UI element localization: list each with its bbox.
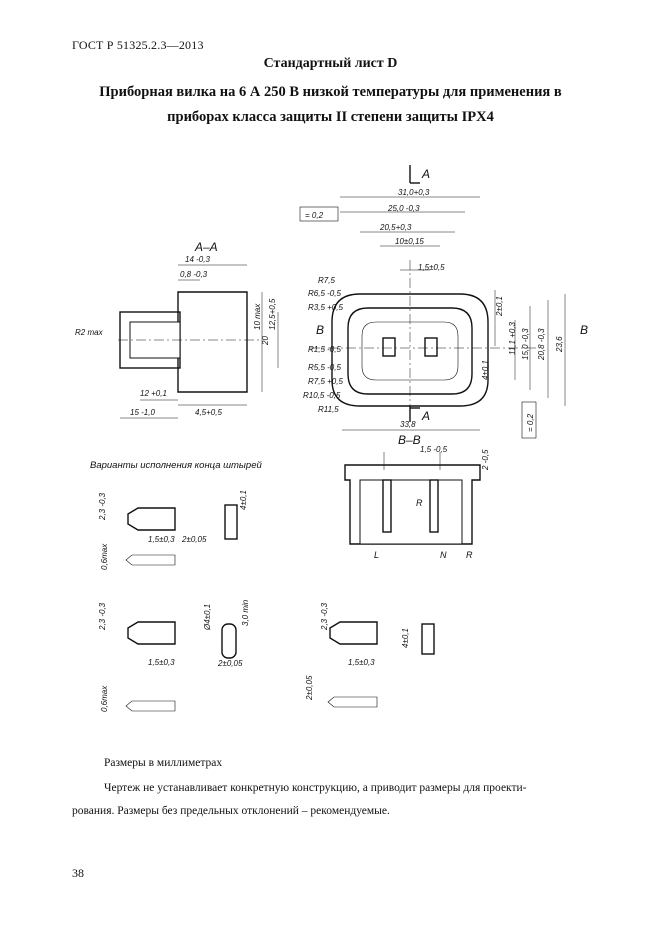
dim-15-0: 15,0 -0,3 (521, 328, 530, 360)
dim-12: 12 +0,1 (140, 389, 167, 398)
dim-flatness-2: = 0,2 (526, 413, 535, 432)
dim-r3-5: R3,5 +0,5 (308, 303, 343, 312)
section-mark-a-bottom: А (421, 409, 430, 423)
section-bb-view: В–В 1,5 -0,5 2 -0,5 R L N R (344, 433, 490, 560)
dim-25: 25,0 -0,3 (387, 204, 420, 213)
dim-r6-5: R6,5 -0,5 (308, 289, 341, 298)
dim-r7-5: R7,5 (318, 276, 335, 285)
dim-15: 15 -1,0 (130, 408, 155, 417)
title-line-1: Приборная вилка на 6 А 250 В низкой темп… (99, 84, 562, 100)
dim-14: 14 -0,3 (185, 255, 210, 264)
dim-v2-1-5: 1,5±0,3 (148, 658, 175, 667)
dim-v1-4: 4±0,1 (239, 490, 248, 510)
dim-1-5: 1,5±0,5 (418, 263, 445, 272)
dim-33-8: 33,8 (400, 420, 416, 429)
pin-variants: Варианты исполнения конца штырей 2,3 -0,… (90, 460, 435, 712)
dim-20-8: 20,8 -0,3 (537, 328, 546, 361)
variants-title: Варианты исполнения конца штырей (90, 460, 262, 471)
mark-l: L (374, 550, 379, 560)
mark-r: R (466, 550, 473, 560)
section-bb-label: В–В (398, 433, 421, 447)
dim-31: 31,0+0,3 (398, 188, 430, 197)
dim-r10-5: R10,5 -0,5 (303, 391, 341, 400)
dim-r7-5b: R7,5 +0,5 (308, 377, 343, 386)
dim-r11-5: R11,5 (318, 405, 339, 414)
units-note: Размеры в миллиметрах (104, 757, 223, 769)
dim-flatness: = 0,2 (305, 211, 324, 220)
dim-v1-2-3: 2,3 -0,3 (98, 492, 107, 521)
mark-r-inner: R (416, 498, 423, 508)
dim-r5-5: R5,5 -0,5 (308, 363, 341, 372)
dim-v2-0-6: 0,6max (100, 685, 109, 712)
dim-2: 2±0,1 (495, 296, 504, 317)
plan-view: А А В В 31,0+0,3 25,0 -0,3 20,5+0,3 10±0… (299, 165, 588, 439)
dim-v2-2: 2±0,05 (217, 659, 243, 668)
dim-v1-0-6: 0,6max (100, 543, 109, 570)
dim-12-5: 12,5+0,5 (268, 298, 277, 330)
page-number: 38 (72, 866, 84, 880)
section-mark-b-right: В (580, 323, 588, 337)
dim-v1-1-5: 1,5±0,3 (148, 535, 175, 544)
dim-v3-2: 2±0,05 (305, 675, 314, 701)
dim-10: 10±0,15 (395, 237, 424, 246)
dim-r1-5: R1,5 -0,5 (308, 345, 341, 354)
dim-v2-d4: Ø4±0,1 (203, 604, 212, 631)
dim-20-5: 20,5+0,3 (379, 223, 412, 232)
section-mark-a-top: А (421, 167, 430, 181)
dim-10max: 10 max (253, 303, 262, 330)
dim-v2-2-3: 2,3 -0,3 (98, 602, 107, 631)
dim-4-5: 4,5+0,5 (195, 408, 222, 417)
dim-11-1: 11,1 +0,3 (508, 321, 517, 355)
design-note-line-1: Чертеж не устанавливает конкретную конст… (104, 782, 527, 794)
section-mark-b-left: В (316, 323, 324, 337)
standard-header: ГОСТ Р 51325.2.3—2013 (72, 38, 204, 52)
design-note-line-2: рования. Размеры без предельных отклонен… (72, 805, 390, 817)
dim-v3-2-3: 2,3 -0,3 (320, 602, 329, 631)
dim-bb-2: 2 -0,5 (481, 449, 490, 471)
technical-drawing: А–А 14 -0,3 0,8 -0,3 R2 max 10 max 12,5+… (75, 165, 588, 712)
dim-v3-4: 4±0,1 (401, 628, 410, 648)
sheet-title: Стандартный лист D (263, 56, 398, 71)
section-aa-view: А–А 14 -0,3 0,8 -0,3 R2 max 10 max 12,5+… (75, 240, 279, 419)
dim-v1-2: 2±0,05 (181, 535, 207, 544)
dim-v3-1-5: 1,5±0,3 (348, 658, 375, 667)
dim-23-6: 23,6 (555, 336, 564, 353)
mark-n: N (440, 550, 447, 560)
dim-bb-1-5: 1,5 -0,5 (420, 445, 448, 454)
title-line-2: приборах класса защиты II степени защиты… (167, 109, 494, 125)
dim-0-8: 0,8 -0,3 (180, 270, 208, 279)
dim-20: 20 (261, 336, 270, 346)
dim-r2max: R2 max (75, 328, 104, 337)
dim-4: 4±0,1 (481, 360, 490, 380)
section-aa-label: А–А (194, 240, 218, 254)
dim-v2-3min: 3,0 min (241, 599, 250, 626)
